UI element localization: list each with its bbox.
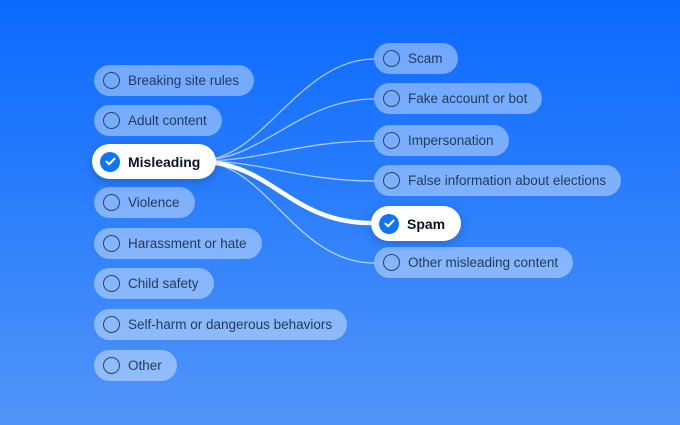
- option-scam[interactable]: Scam: [374, 43, 458, 74]
- option-label: Impersonation: [408, 132, 494, 148]
- radio-circle-icon: [383, 254, 400, 271]
- option-breaking-site-rules[interactable]: Breaking site rules: [94, 65, 255, 96]
- connector-misleading-scam: [201, 58, 375, 161]
- option-label: Spam: [407, 215, 446, 232]
- check-icon: [383, 219, 395, 228]
- connector-misleading-impersonation: [201, 140, 375, 162]
- option-label: Child safety: [128, 275, 199, 291]
- option-spam[interactable]: Spam: [371, 206, 462, 241]
- radio-circle-icon: [103, 235, 120, 252]
- option-impersonation[interactable]: Impersonation: [374, 125, 509, 156]
- connector-misleading-fake-account: [201, 98, 375, 161]
- option-label: Harassment or hate: [128, 235, 247, 251]
- option-violence[interactable]: Violence: [94, 187, 195, 218]
- option-label: Scam: [408, 50, 443, 66]
- radio-circle-icon: [383, 90, 400, 107]
- option-self-harm[interactable]: Self-harm or dangerous behaviors: [94, 309, 348, 340]
- option-label: False information about elections: [408, 172, 607, 188]
- radio-circle-icon: [103, 112, 120, 129]
- check-circle-icon: [100, 151, 120, 172]
- option-misleading[interactable]: Misleading: [92, 144, 217, 179]
- option-label: Other: [128, 357, 162, 373]
- option-fake-account-or-bot[interactable]: Fake account or bot: [374, 83, 543, 114]
- option-harassment-or-hate[interactable]: Harassment or hate: [94, 228, 262, 259]
- radio-circle-icon: [103, 72, 120, 89]
- option-label: Breaking site rules: [128, 72, 240, 88]
- radio-circle-icon: [383, 50, 400, 67]
- option-label: Other misleading content: [408, 254, 559, 270]
- check-circle-icon: [379, 213, 399, 234]
- option-other[interactable]: Other: [94, 350, 177, 381]
- option-label: Self-harm or dangerous behaviors: [128, 316, 333, 332]
- option-false-information-about-elections[interactable]: False information about elections: [374, 165, 622, 196]
- option-label: Fake account or bot: [408, 90, 528, 106]
- option-label: Adult content: [128, 112, 207, 128]
- option-label: Violence: [128, 194, 180, 210]
- radio-circle-icon: [383, 132, 400, 149]
- connector-misleading-spam-active: [199, 159, 375, 226]
- radio-circle-icon: [103, 194, 120, 211]
- option-other-misleading-content[interactable]: Other misleading content: [374, 247, 574, 278]
- radio-circle-icon: [103, 316, 120, 333]
- check-icon: [104, 157, 116, 166]
- radio-circle-icon: [383, 172, 400, 189]
- option-adult-content[interactable]: Adult content: [94, 105, 222, 136]
- radio-circle-icon: [103, 275, 120, 292]
- radio-circle-icon: [103, 357, 120, 374]
- option-label: Misleading: [128, 153, 201, 170]
- option-child-safety[interactable]: Child safety: [94, 268, 214, 299]
